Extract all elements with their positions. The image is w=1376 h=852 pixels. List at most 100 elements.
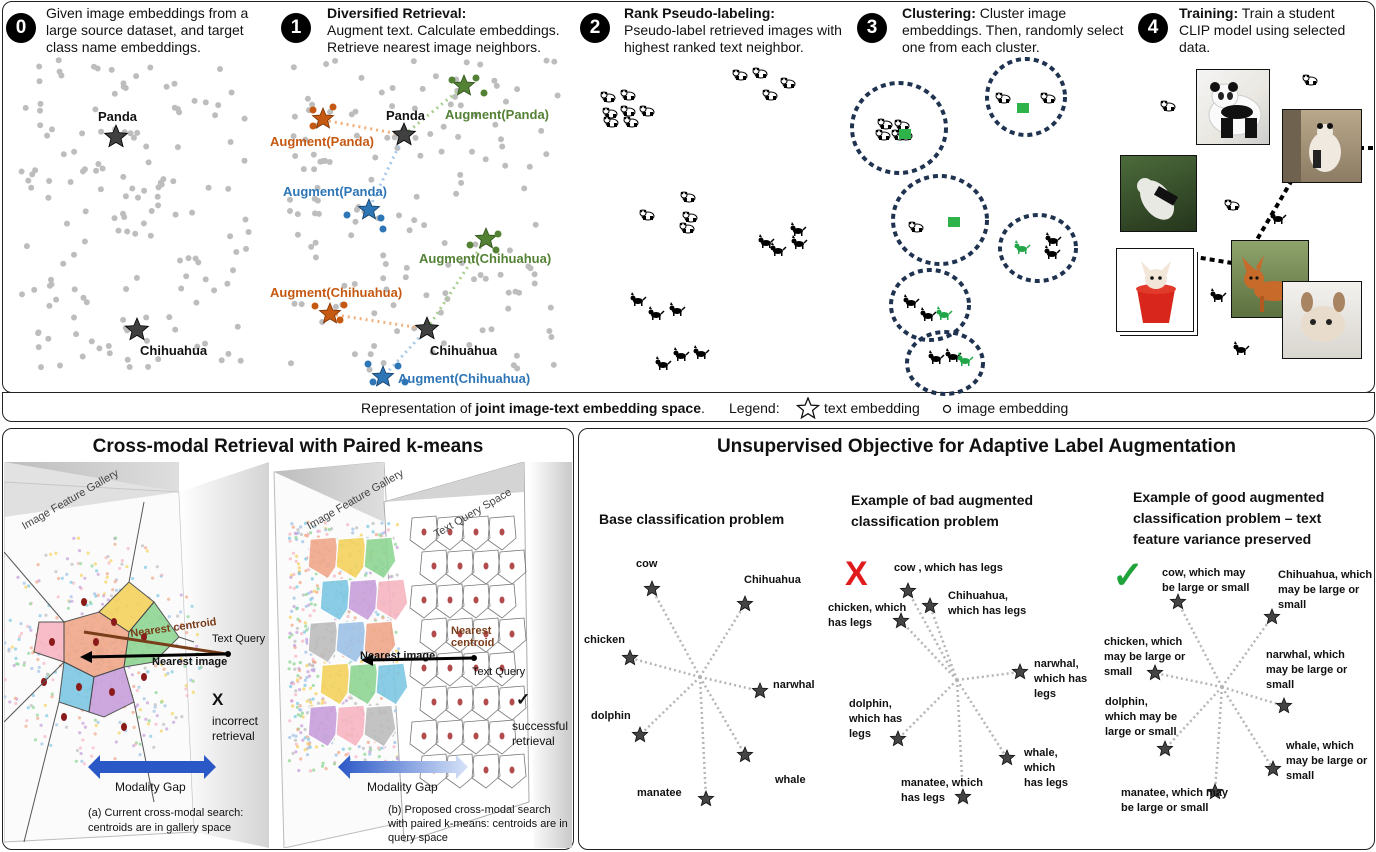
cell-edge xyxy=(133,701,155,803)
label-augmentation-title: Unsupervised Objective for Adaptive Labe… xyxy=(716,436,1237,457)
image-embedding-dot xyxy=(466,341,473,348)
gallery-point xyxy=(50,692,54,696)
step-4-text: Training: Train a student CLIP model usi… xyxy=(1179,5,1346,55)
gallery-point xyxy=(145,549,149,553)
query-cell xyxy=(497,685,527,721)
kmeans-cell xyxy=(363,704,397,749)
gallery-point xyxy=(316,587,320,591)
chihuahua-star xyxy=(414,315,440,340)
image-embedding-dot xyxy=(493,82,500,89)
gallery-point xyxy=(346,614,350,619)
image-embedding-dot xyxy=(38,364,44,371)
base-class-star xyxy=(736,745,754,763)
kmeans-cell xyxy=(307,536,341,581)
gallery-point xyxy=(377,755,381,759)
gallery-point xyxy=(145,701,150,705)
kmeans-cell xyxy=(335,620,369,665)
gallery-point xyxy=(295,585,299,589)
gallery-point xyxy=(114,536,118,540)
gallery-point xyxy=(170,712,174,716)
gallery-point xyxy=(307,674,312,678)
image-embedding-dot xyxy=(513,352,520,359)
gallery-point xyxy=(78,746,83,750)
gallery-point xyxy=(294,536,298,540)
query-centroid xyxy=(421,528,427,536)
image-embedding-dot xyxy=(160,176,167,183)
gallery-point xyxy=(93,718,97,722)
gallery-point xyxy=(289,575,293,579)
label-aug-chi-orange: Augment(Chihuahua) xyxy=(270,285,403,300)
image-embedding-dot xyxy=(294,231,301,238)
gallery-point xyxy=(185,631,189,635)
augment-star xyxy=(357,197,381,220)
gallery-point xyxy=(305,637,309,641)
image-embedding-dot xyxy=(225,350,232,357)
incorrect-retrieval-text: incorrect retrieval xyxy=(212,714,259,743)
image-embedding-dot xyxy=(202,276,209,283)
gallery-point xyxy=(4,695,7,699)
image-embedding-dot xyxy=(458,179,465,186)
successful-retrieval-text: successful retrieval xyxy=(512,719,569,748)
bad-aug-class-spoke xyxy=(956,670,1021,682)
gallery-point xyxy=(183,664,187,668)
gallery-point xyxy=(306,670,310,674)
gallery-point xyxy=(310,596,314,600)
image-embedding-dot xyxy=(300,166,307,173)
gallery-point xyxy=(299,757,303,761)
step-0-text: Given image embeddings from a large sour… xyxy=(46,5,249,55)
base-class-star xyxy=(621,648,639,666)
gallery-point xyxy=(288,585,292,589)
query-cell xyxy=(435,651,465,687)
kmeans-cell xyxy=(375,662,409,707)
query-centroid xyxy=(421,664,427,672)
gallery-point xyxy=(144,546,148,550)
image-embedding-dot xyxy=(550,361,557,368)
col1-title: Base classification problem xyxy=(599,511,785,527)
image-embedding-dot xyxy=(291,113,298,120)
gallery-point xyxy=(299,525,303,529)
image-embedding-dot xyxy=(367,351,374,358)
image-embedding-dot xyxy=(48,276,54,283)
gallery-point xyxy=(78,731,82,735)
panda-photo-3 xyxy=(1120,155,1197,232)
gallery-point xyxy=(109,559,113,563)
gallery-point xyxy=(393,542,398,546)
gallery-point xyxy=(195,633,199,637)
label-aug-panda-orange: Augment(Panda) xyxy=(270,134,374,149)
retrieved-dot xyxy=(494,230,502,238)
gallery-point xyxy=(346,523,350,527)
gallery-point xyxy=(96,572,100,576)
image-embedding-dot xyxy=(97,186,104,193)
image-embedding-dot xyxy=(459,260,465,266)
image-embedding-dot xyxy=(224,280,231,287)
good-aug-class-spoke xyxy=(1220,616,1274,688)
cell-edge xyxy=(178,636,195,643)
good-aug-class-spoke xyxy=(1176,601,1224,688)
image-embedding-dot xyxy=(371,343,378,349)
image-embedding-dot xyxy=(230,267,236,274)
image-embedding-dot xyxy=(49,126,55,133)
gallery-point xyxy=(307,662,311,666)
gallery-point xyxy=(96,593,100,597)
image-embedding-dot xyxy=(122,193,129,200)
query-cell xyxy=(461,583,491,619)
gallery-point xyxy=(354,755,358,759)
gallery-point xyxy=(294,693,298,697)
image-embedding-dot xyxy=(177,257,183,264)
image-embedding-dot xyxy=(185,255,192,262)
gallery-point xyxy=(306,567,311,572)
gallery-point xyxy=(190,604,194,608)
image-embedding-dot xyxy=(471,276,477,283)
retrieved-dot xyxy=(336,316,344,324)
centroid xyxy=(93,638,99,646)
col3-label-whale: whale, which may be large or small xyxy=(1286,740,1368,782)
gallery-point xyxy=(368,750,372,754)
col3-label-narwhal: narwhal, which may be large or small xyxy=(1266,649,1348,691)
gallery-point xyxy=(363,752,367,756)
image-embedding-dot xyxy=(19,291,25,298)
gallery-point xyxy=(292,572,296,577)
image-embedding-dot xyxy=(57,362,63,369)
gallery-point xyxy=(296,701,300,706)
query-centroid xyxy=(447,732,453,740)
image-embedding-dot xyxy=(225,185,232,192)
